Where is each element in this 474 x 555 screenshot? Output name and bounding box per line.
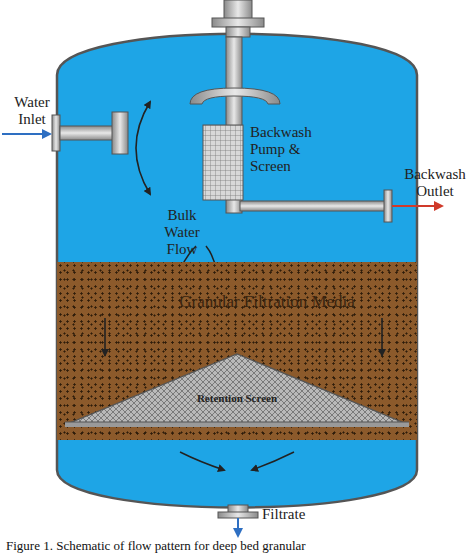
top-pipe xyxy=(224,0,252,20)
flow-arrow xyxy=(180,452,224,470)
backwash-pipe xyxy=(240,201,385,211)
vessel-body xyxy=(57,34,417,508)
outlet-label: Backwash Outlet xyxy=(396,166,474,200)
flow-label: Bulk Water Flow xyxy=(152,207,212,258)
flow-arrow xyxy=(252,452,294,470)
arrow-head xyxy=(378,349,386,357)
media-label: Granular Filtration Media xyxy=(167,292,367,311)
flow-arrow xyxy=(104,318,106,356)
outlet-arrow xyxy=(392,205,442,207)
retention-screen: Retention Screen xyxy=(65,352,409,427)
bottom-flange xyxy=(218,512,258,518)
inlet-arrow xyxy=(2,133,50,135)
flow-arrow xyxy=(136,102,150,194)
inlet-label: Water Inlet xyxy=(4,94,60,128)
pump-label: Backwash Pump & Screen xyxy=(250,124,330,175)
inlet-pipe xyxy=(60,126,114,140)
outlet-flange xyxy=(384,190,392,222)
inlet-flange xyxy=(52,115,60,151)
inlet-tee xyxy=(112,112,128,154)
backwash-screen xyxy=(203,125,243,200)
pump-impeller xyxy=(190,88,280,104)
filtrate-arrow xyxy=(237,518,239,536)
filtration-media-bed: Granular Filtration MediaRetention Scree… xyxy=(57,262,417,440)
screen-plate xyxy=(65,422,409,427)
figure-caption: Figure 1. Schematic of flow pattern for … xyxy=(6,538,474,553)
top-neck xyxy=(226,27,250,37)
flow-arrow xyxy=(381,318,383,356)
screen-outline xyxy=(65,352,409,427)
top-flange xyxy=(212,18,264,27)
screen-label: Retention Screen xyxy=(177,392,297,405)
arrow-head xyxy=(101,349,109,357)
screen-triangle xyxy=(65,354,409,425)
filtrate-label: Filtrate xyxy=(262,506,332,523)
